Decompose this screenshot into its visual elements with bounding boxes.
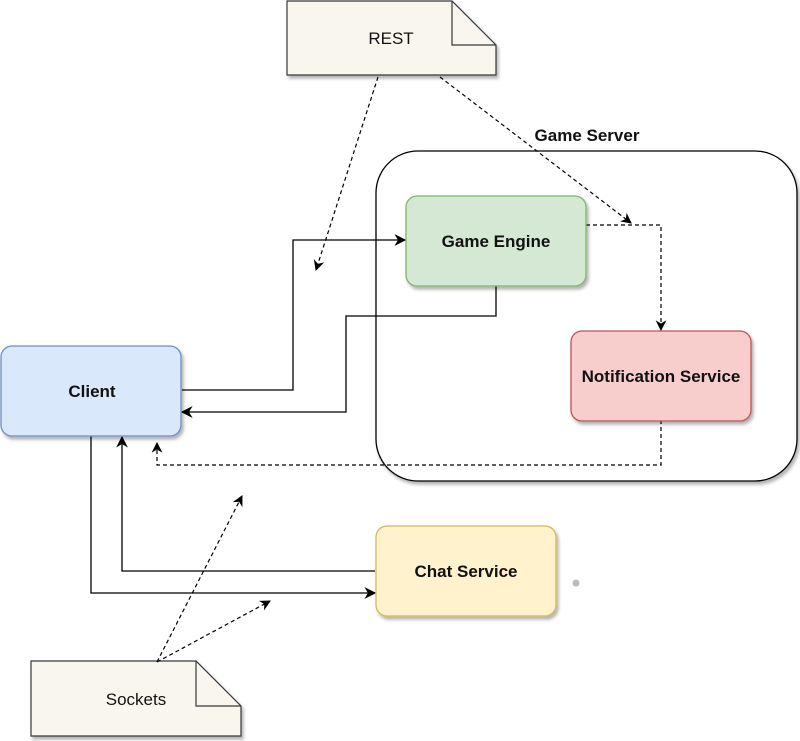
edge-client-to-chat-service xyxy=(90,436,377,599)
notification-service-node[interactable] xyxy=(570,330,752,422)
sockets-label: Sockets xyxy=(106,690,166,709)
chat-service-label: Chat Service xyxy=(415,562,518,581)
rest-label: REST xyxy=(368,29,413,48)
edge-client-to-game-engine xyxy=(182,234,407,391)
game-engine-node[interactable] xyxy=(405,195,587,287)
edge-sockets-pointer-up xyxy=(156,495,243,663)
edge-game-engine-to-notification xyxy=(586,224,667,332)
sockets-note[interactable] xyxy=(30,660,242,737)
edge-chat-service-to-client xyxy=(116,435,375,572)
edge-rest-pointer-right xyxy=(439,76,632,224)
client-label: Client xyxy=(68,382,116,401)
game-server-label: Game Server xyxy=(535,126,640,145)
edge-notification-to-client xyxy=(151,420,662,466)
notification-service-label: Notification Service xyxy=(582,367,741,386)
game-engine-label: Game Engine xyxy=(442,232,551,251)
rest-note[interactable] xyxy=(286,0,497,76)
edge-rest-pointer-left xyxy=(313,76,379,272)
edge-game-engine-to-client xyxy=(180,286,497,418)
client-node[interactable] xyxy=(0,345,182,437)
edge-sockets-pointer-right xyxy=(156,600,271,663)
stray-dot xyxy=(572,579,580,587)
chat-service-node[interactable] xyxy=(375,525,557,617)
